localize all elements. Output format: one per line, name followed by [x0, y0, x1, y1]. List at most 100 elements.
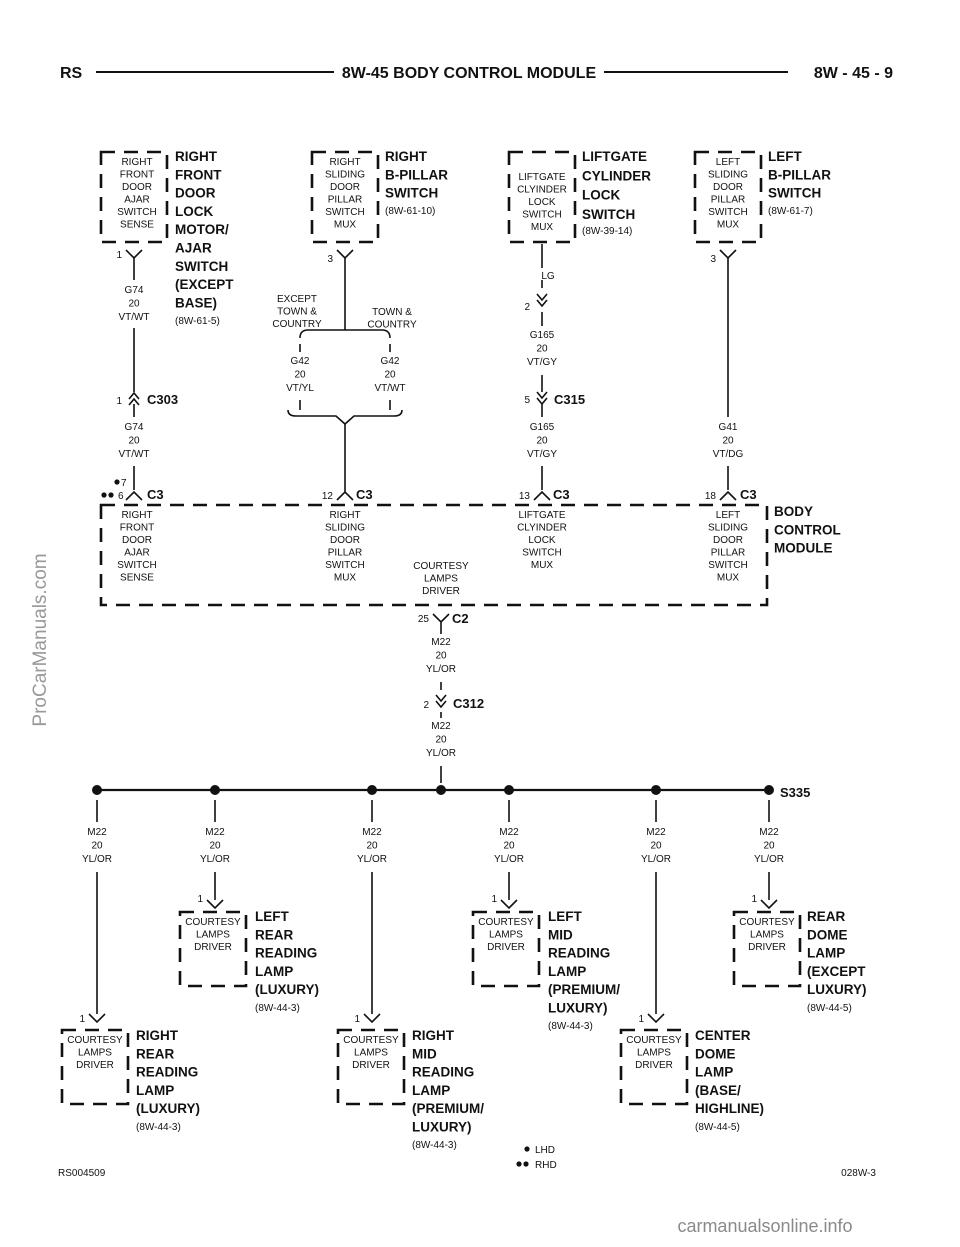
bcm-pin-right-sliding-line: DOOR [330, 535, 360, 546]
rf-door-box-label-line: FRONT [120, 170, 154, 181]
right-rear-lamp-box-label-line: COURTESY [67, 1035, 123, 1046]
rf-door-title-line: (EXCEPT [175, 277, 234, 292]
right-rear-lamp-title-line: RIGHT [136, 1028, 179, 1043]
rf-door-box-label-line: SWITCH [117, 207, 156, 218]
rf-door-title-line: LOCK [175, 204, 213, 219]
rear-dome-lamp-ref: (8W-44-5) [807, 1003, 852, 1014]
bcm-pin-liftgate-line: LOCK [528, 535, 556, 546]
wire-m22-drop-3-line: YL/OR [357, 854, 387, 865]
rear-dome-lamp-box-label-line: LAMPS [750, 930, 784, 941]
right-bpillar-title-line: B-PILLAR [385, 167, 448, 182]
bcm-pin-left-sliding-line: DOOR [713, 535, 743, 546]
c3a-label: C3 [147, 487, 164, 502]
right-mid-lamp-title-line: LAMP [412, 1083, 450, 1098]
right-mid-lamp-pin: 1 [354, 1014, 360, 1025]
bcm-pin-courtesy-lamps-line: COURTESY [413, 561, 469, 572]
right-mid-lamp-title-line: LUXURY) [412, 1120, 472, 1135]
wire-m22-drop-5-line: YL/OR [641, 854, 671, 865]
right-rear-lamp-ref: (8W-44-3) [136, 1122, 181, 1133]
center-dome-lamp-title-line: HIGHLINE) [695, 1101, 764, 1116]
bcm-pin-courtesy-lamps-line: LAMPS [424, 574, 458, 585]
wire-m22-drop-3-line: M22 [362, 827, 382, 838]
wire-m22-drop-6-line: M22 [759, 827, 779, 838]
wire-g74-bottom-line: 20 [128, 436, 140, 447]
bcm-pin-liftgate-line: LIFTGATE [518, 510, 565, 521]
bcm-title-line: BODY [774, 504, 813, 519]
rf-door-title-line: AJAR [175, 241, 212, 256]
center-dome-lamp-title-line: DOME [695, 1046, 736, 1061]
rf-door-title-line: RIGHT [175, 149, 218, 164]
rear-dome-lamp-box [732, 910, 802, 988]
option-except-town-country-line: TOWN & [277, 307, 317, 318]
bcm-pin-liftgate-line: SWITCH [522, 548, 561, 559]
left-rear-lamp-title-line: READING [255, 946, 317, 961]
wire-m22-drop-3-line: 20 [366, 841, 378, 852]
legend: LHD RHD [516, 1145, 557, 1171]
wire-m22-bcm-line: M22 [431, 637, 451, 648]
right-mid-lamp-title-line: RIGHT [412, 1028, 455, 1043]
rear-dome-lamp-title-line: DOME [807, 927, 848, 942]
legend-lhd: LHD [535, 1145, 555, 1156]
rf-door-box-label-line: SENSE [120, 220, 154, 231]
bcm-pin-left-sliding-line: PILLAR [711, 548, 745, 559]
option-except-town-country-line: COUNTRY [272, 319, 322, 330]
left-rear-lamp-title-line: LEFT [255, 909, 289, 924]
header-left: RS [60, 65, 83, 82]
c312-pin: 2 [423, 700, 429, 711]
bcm-pin-left-sliding-line: LEFT [716, 510, 740, 521]
center-dome-lamp-title-line: (BASE/ [695, 1083, 741, 1098]
bcm-title-line: MODULE [774, 541, 833, 556]
right-bpillar-title-line: SWITCH [385, 186, 438, 201]
right-bpillar-box-label-line: SLIDING [325, 170, 365, 181]
center-dome-lamp-box [619, 1028, 689, 1106]
right-rear-lamp-pin: 1 [79, 1014, 85, 1025]
bcm-pin-left-sliding-line: SWITCH [708, 560, 747, 571]
header-right: 8W - 45 - 9 [814, 65, 893, 82]
option-town-country-line: TOWN & [372, 307, 412, 318]
left-bpillar-box-label-line: SWITCH [708, 207, 747, 218]
left-mid-lamp-box-label-line: COURTESY [478, 917, 534, 928]
bcm-pin-left-sliding-line: MUX [717, 573, 740, 584]
bcm-pin-right-sliding-line: RIGHT [329, 510, 360, 521]
c315-top-pin: 2 [524, 302, 530, 313]
center-dome-lamp-box-label-line: COURTESY [626, 1035, 682, 1046]
rear-dome-lamp-pin: 1 [751, 894, 757, 905]
right-mid-lamp-title-line: MID [412, 1046, 437, 1061]
rf-door-title-line: BASE) [175, 295, 217, 310]
wire-g165-top-line: G165 [530, 330, 555, 341]
rf-door-ref: (8W-61-5) [175, 316, 220, 327]
right-mid-lamp-box-label-line: LAMPS [354, 1048, 388, 1059]
liftgate-box [507, 150, 577, 244]
s335-label: S335 [780, 785, 810, 800]
right-bpillar-box-label-line: DOOR [330, 182, 360, 193]
right-mid-lamp-box [336, 1028, 406, 1106]
option-town-country: TOWN & COUNTRY [367, 307, 417, 331]
wire-m22-drop-5-line: M22 [646, 827, 666, 838]
bcm-pin-right-sliding-line: PILLAR [328, 548, 362, 559]
c303-pin: 1 [116, 396, 122, 407]
left-rear-lamp-box-label-line: DRIVER [194, 942, 232, 953]
right-bpillar-ref: (8W-61-10) [385, 206, 435, 217]
left-mid-lamp-title-line: LAMP [548, 964, 586, 979]
c3c-pin: 13 [519, 491, 531, 502]
wire-g74-bottom-line: VT/WT [118, 449, 149, 460]
option-town-country-line: COUNTRY [367, 320, 417, 331]
center-dome-lamp-pin: 1 [638, 1014, 644, 1025]
left-mid-lamp-box-label-line: DRIVER [487, 942, 525, 953]
wire-g41-line: VT/DG [713, 449, 744, 460]
wire-g42-vt-yl-line: VT/YL [286, 383, 314, 394]
c3b-pin: 12 [322, 491, 334, 502]
right-bpillar-pin: 3 [327, 254, 333, 265]
left-rear-lamp-title-line: REAR [255, 927, 294, 942]
wire-m22-drop-1-line: YL/OR [82, 854, 112, 865]
wire-g74-top-line: G74 [125, 285, 144, 296]
